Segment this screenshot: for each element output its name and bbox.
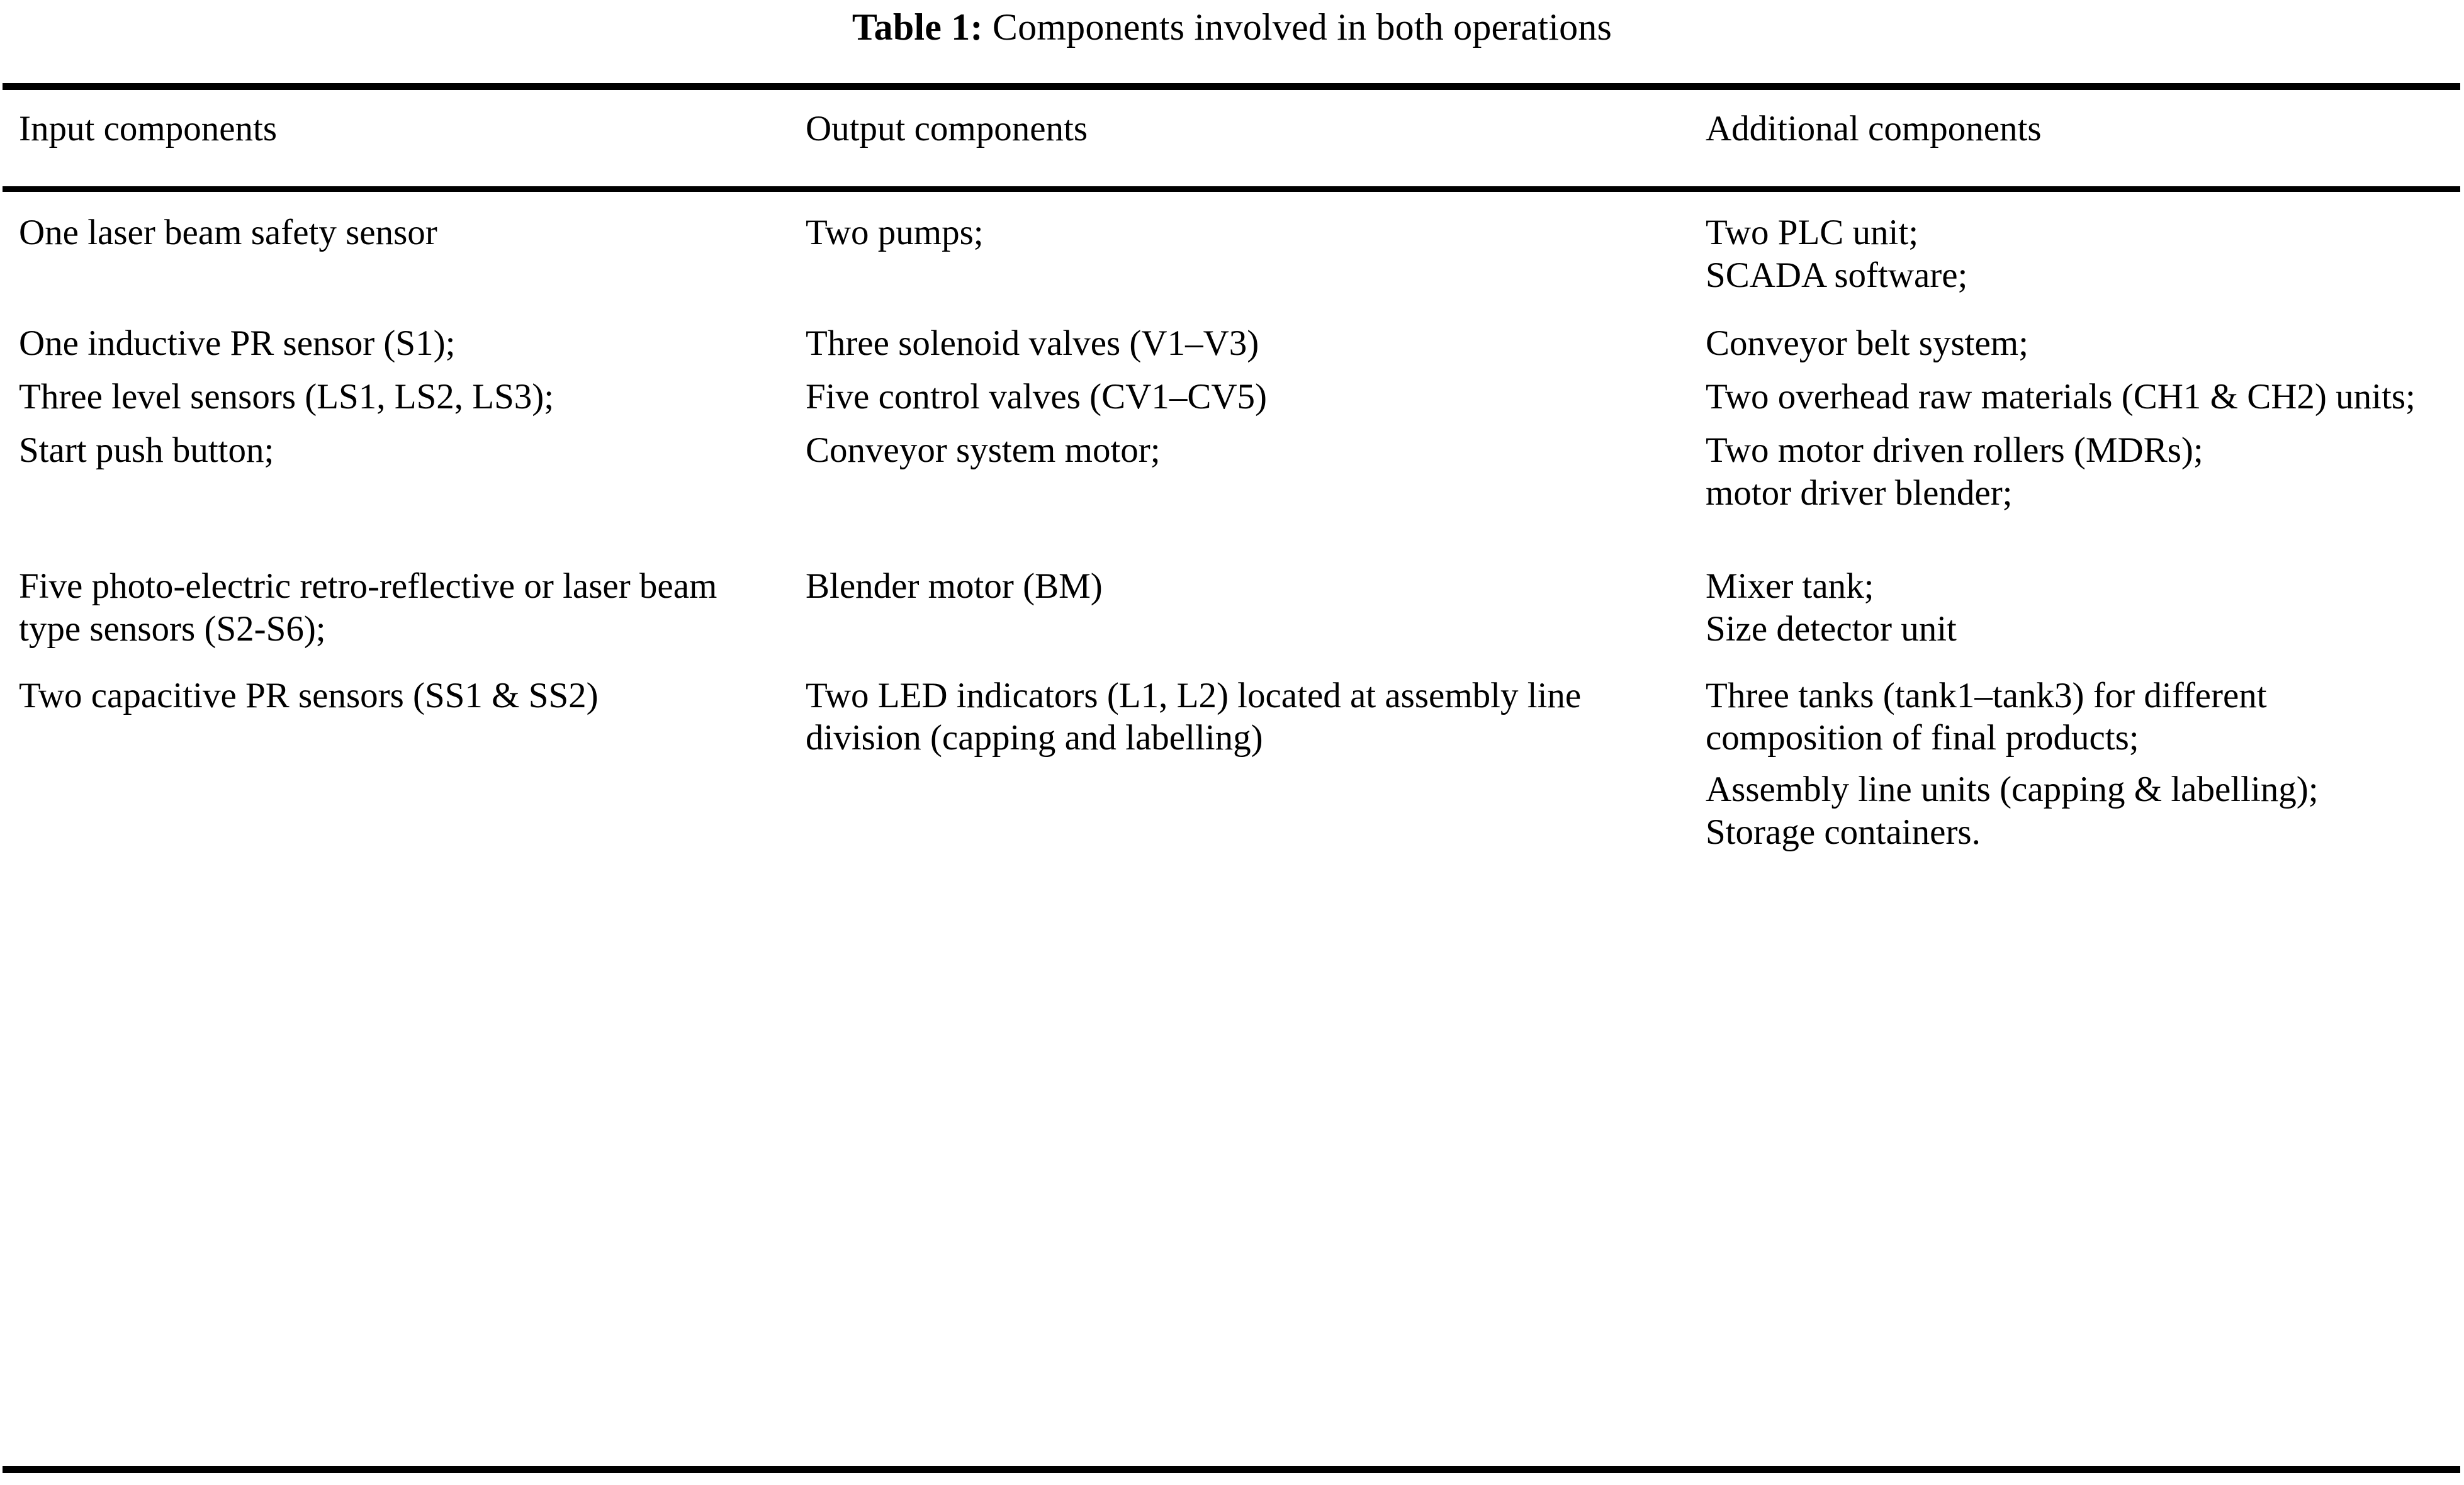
cell-line: Two PLC unit;	[1706, 213, 1919, 252]
table-top-rule	[3, 83, 2460, 90]
cell-line: Two motor driven rollers (MDRs);	[1706, 430, 2203, 471]
table-row: Start push button; Conveyor system motor…	[0, 418, 2464, 515]
cell-line: One inductive PR sensor (S1);	[19, 323, 456, 363]
cell-additional: Conveyor belt system;	[1687, 297, 2464, 365]
cell-additional: Two overhead raw materials (CH1 & CH2) u…	[1687, 364, 2464, 418]
column-header-additional: Additional components	[1687, 94, 2464, 163]
table-row: Two capacitive PR sensors (SS1 & SS2) Tw…	[0, 651, 2464, 854]
cell-input: Five photo-electric retro-reflective or …	[0, 515, 787, 651]
cell-line: Conveyor system motor;	[806, 430, 1161, 471]
cell-line: Two capacitive PR sensors (SS1 & SS2)	[19, 675, 599, 715]
caption-text	[983, 6, 993, 48]
cell-line: Size detector unit	[1706, 608, 1957, 649]
table-row: One inductive PR sensor (S1); Three sole…	[0, 297, 2464, 365]
table-header: Input components Output components Addit…	[0, 94, 2464, 163]
table-row: Five photo-electric retro-reflective or …	[0, 515, 2464, 651]
cell-additional: Two PLC unit; SCADA software;	[1687, 199, 2464, 297]
cell-output: Conveyor system motor;	[787, 418, 1687, 472]
cell-spacer	[1706, 759, 2443, 768]
table-body: One laser beam safety sensor Two pumps; …	[0, 199, 2464, 854]
cell-line: Three level sensors (LS1, LS2, LS3);	[19, 377, 554, 417]
cell-line: Blender motor (BM)	[806, 566, 1103, 606]
caption-title: Components involved in both operations	[992, 6, 1612, 48]
cell-line: SCADA software;	[1706, 255, 1968, 295]
column-header-output: Output components	[787, 94, 1687, 163]
cell-line: Three solenoid valves (V1–V3)	[806, 323, 1259, 363]
cell-input: Two capacitive PR sensors (SS1 & SS2)	[0, 651, 787, 717]
cell-line: Three tanks (tank1–tank3) for different …	[1706, 675, 2267, 758]
cell-output: Blender motor (BM)	[787, 515, 1687, 608]
caption-label: Table 1:	[852, 6, 983, 48]
cell-line: One laser beam safety sensor	[19, 213, 437, 252]
cell-additional: Mixer tank; Size detector unit	[1687, 515, 2464, 651]
cell-additional: Three tanks (tank1–tank3) for different …	[1687, 651, 2464, 854]
cell-line: Two overhead raw materials (CH1 & CH2) u…	[1706, 377, 2416, 417]
table-caption: Table 1: Components involved in both ope…	[0, 5, 2464, 50]
cell-additional: Two motor driven rollers (MDRs); motor d…	[1687, 418, 2464, 515]
cell-line: Assembly line units (capping & labelling…	[1706, 770, 2319, 810]
table-header-rule	[3, 186, 2460, 192]
table-bottom-rule	[3, 1466, 2460, 1473]
table-row: Three level sensors (LS1, LS2, LS3); Fiv…	[0, 364, 2464, 418]
cell-line: Conveyor belt system;	[1706, 323, 2028, 363]
cell-output: Five control valves (CV1–CV5)	[787, 364, 1687, 418]
cell-line: Two LED indicators (L1, L2) located at a…	[806, 675, 1582, 758]
cell-line: Two pumps;	[806, 213, 984, 252]
cell-line: Storage containers.	[1706, 812, 1981, 853]
cell-input: One laser beam safety sensor	[0, 199, 787, 254]
cell-input: Start push button;	[0, 418, 787, 472]
cell-line: Five photo-electric retro-reflective or …	[19, 566, 717, 649]
column-header-output-label: Output components	[806, 109, 1088, 148]
column-header-additional-label: Additional components	[1706, 109, 2042, 148]
cell-line: Five control valves (CV1–CV5)	[806, 377, 1267, 417]
column-header-input-label: Input components	[19, 109, 278, 148]
cell-output: Three solenoid valves (V1–V3)	[787, 297, 1687, 365]
cell-line: Start push button;	[19, 430, 274, 471]
table-row: One laser beam safety sensor Two pumps; …	[0, 199, 2464, 297]
column-header-input: Input components	[0, 94, 787, 163]
cell-output: Two LED indicators (L1, L2) located at a…	[787, 651, 1687, 760]
cell-line: motor driver blender;	[1706, 473, 2013, 513]
table-header-row: Input components Output components Addit…	[0, 94, 2464, 163]
cell-output: Two pumps;	[787, 199, 1687, 254]
cell-line: Mixer tank;	[1706, 566, 1874, 606]
cell-input: Three level sensors (LS1, LS2, LS3);	[0, 364, 787, 418]
cell-input: One inductive PR sensor (S1);	[0, 297, 787, 365]
